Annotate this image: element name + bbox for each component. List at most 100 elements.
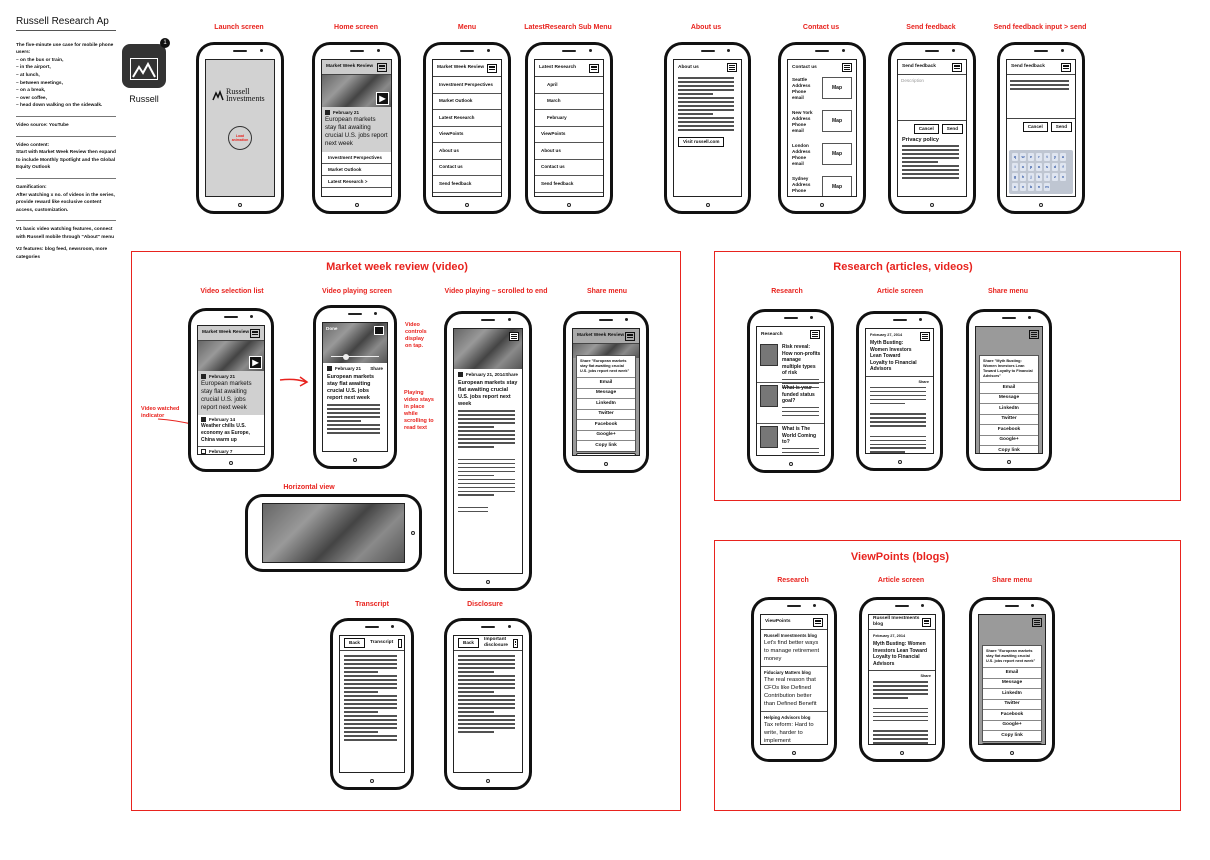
menu-item[interactable]: ViewPoints xyxy=(433,127,501,143)
home-button[interactable] xyxy=(238,203,242,207)
keyboard-key[interactable]: h xyxy=(1020,173,1026,181)
office-field[interactable]: Address xyxy=(792,116,811,121)
share-option-facebook[interactable]: Facebook xyxy=(577,419,635,430)
share-option-message[interactable]: Message xyxy=(983,677,1041,689)
submenu-month[interactable]: February xyxy=(535,110,603,127)
map-placeholder[interactable]: Map xyxy=(822,110,852,132)
play-icon[interactable]: ▶ xyxy=(376,92,389,105)
keyboard-key[interactable]: f xyxy=(1060,163,1066,171)
home-button[interactable] xyxy=(788,462,793,466)
home-menu-item[interactable]: Investment Perspectives xyxy=(322,152,391,164)
video-player[interactable]: Done xyxy=(323,323,387,363)
share-option-twitter[interactable]: Twitter xyxy=(983,698,1041,710)
home-button[interactable] xyxy=(567,203,571,207)
office-field[interactable]: email xyxy=(792,95,804,100)
home-menu-item[interactable]: Latest Research > xyxy=(322,176,391,188)
home-button[interactable] xyxy=(1039,203,1043,207)
map-placeholder[interactable]: Map xyxy=(822,143,852,165)
share-link[interactable]: Share xyxy=(370,366,383,371)
submenu-month[interactable]: March xyxy=(535,94,603,110)
share-option-linkedin[interactable]: LinkedIn xyxy=(980,403,1038,414)
keyboard-key[interactable]: o xyxy=(1020,163,1026,171)
keyboard-key[interactable]: x xyxy=(1060,173,1066,181)
submenu-item[interactable]: About us xyxy=(535,143,603,160)
submenu-item[interactable]: ViewPoints xyxy=(535,127,603,143)
video-player[interactable] xyxy=(454,329,522,369)
keyboard-key[interactable]: d xyxy=(1052,163,1058,171)
home-button[interactable] xyxy=(820,203,824,207)
menu-item[interactable]: Latest Research xyxy=(433,110,501,127)
share-option-facebook[interactable]: Facebook xyxy=(983,709,1041,720)
home-button[interactable] xyxy=(486,779,490,783)
share-option-copylink[interactable]: Copy link xyxy=(983,730,1041,741)
visit-russell-button[interactable]: Visit russell.com xyxy=(678,137,725,148)
home-button[interactable] xyxy=(465,203,469,207)
back-button[interactable]: Back xyxy=(458,638,479,648)
home-button[interactable] xyxy=(354,203,359,207)
keyboard-key[interactable]: t xyxy=(1044,153,1050,161)
menu-icon[interactable] xyxy=(813,617,823,627)
horizontal-video[interactable] xyxy=(262,503,405,563)
back-button[interactable]: Back xyxy=(344,638,365,648)
keyboard-key[interactable]: b xyxy=(1028,183,1034,191)
menu-item[interactable]: Investment Perspectives xyxy=(433,77,501,94)
menu-icon[interactable] xyxy=(1032,618,1042,627)
share-option-copylink[interactable]: Copy link xyxy=(980,445,1038,453)
keyboard-key[interactable]: l xyxy=(1044,173,1050,181)
play-icon[interactable]: ▶ xyxy=(249,356,262,369)
featured-headline[interactable]: European markets stay flat awaiting cruc… xyxy=(325,116,388,147)
home-button[interactable] xyxy=(792,751,796,755)
keyboard-key[interactable]: e xyxy=(1028,153,1034,161)
submenu-month[interactable]: April xyxy=(535,77,603,94)
video-thumbnail[interactable]: ▶ xyxy=(322,75,391,107)
menu-icon[interactable] xyxy=(589,63,599,73)
share-option-message[interactable]: Message xyxy=(577,387,635,399)
office-field[interactable]: Phone xyxy=(792,89,807,94)
menu-icon[interactable] xyxy=(727,63,737,72)
featured-headline[interactable]: European markets stay flat awaiting cruc… xyxy=(201,380,252,411)
share-option-linkedin[interactable]: LinkedIn xyxy=(577,398,635,409)
menu-item[interactable]: Market Outlook xyxy=(433,94,501,110)
keyboard-key[interactable]: u xyxy=(1060,153,1066,161)
home-button[interactable] xyxy=(900,751,904,755)
keyboard-key[interactable]: a xyxy=(1036,163,1042,171)
menu-icon[interactable] xyxy=(921,617,931,627)
share-cancel-button[interactable]: Cancel xyxy=(979,453,1039,454)
menu-icon[interactable] xyxy=(810,330,820,339)
send-button[interactable]: Send xyxy=(941,124,963,134)
menu-icon[interactable] xyxy=(509,332,519,341)
home-button[interactable] xyxy=(930,203,934,207)
home-button[interactable] xyxy=(897,460,902,464)
keyboard-key[interactable]: r xyxy=(1036,153,1042,161)
office-field[interactable]: Address xyxy=(792,182,811,187)
share-option-google[interactable]: Google+ xyxy=(983,719,1041,731)
share-option-email[interactable]: Email xyxy=(980,382,1038,393)
office-field[interactable]: email xyxy=(792,161,804,166)
home-button[interactable] xyxy=(370,779,374,783)
submenu-item[interactable]: Contact us xyxy=(535,160,603,176)
share-option-twitter[interactable]: Twitter xyxy=(577,408,635,420)
keyboard-key[interactable]: p xyxy=(1028,163,1034,171)
menu-icon[interactable] xyxy=(920,332,930,341)
menu-icon[interactable] xyxy=(1061,62,1071,72)
menu-item[interactable]: Send feedback xyxy=(433,176,501,193)
feedback-input-filled[interactable] xyxy=(1007,75,1075,119)
share-option-message[interactable]: Message xyxy=(980,392,1038,404)
keyboard-key[interactable]: z xyxy=(1052,173,1058,181)
office-field[interactable]: Phone xyxy=(792,188,807,193)
share-link[interactable]: Share xyxy=(920,674,931,678)
done-button[interactable]: Done xyxy=(326,326,338,331)
menu-icon[interactable] xyxy=(398,638,403,648)
description-input[interactable]: Description xyxy=(898,75,966,121)
keyboard-key[interactable]: m xyxy=(1044,183,1050,191)
home-button[interactable] xyxy=(411,531,415,535)
share-option-google[interactable]: Google+ xyxy=(980,434,1038,446)
office-field[interactable]: Address xyxy=(792,149,811,154)
menu-icon[interactable] xyxy=(374,326,384,335)
scrubber-handle[interactable] xyxy=(343,354,349,360)
home-button[interactable] xyxy=(486,580,490,584)
